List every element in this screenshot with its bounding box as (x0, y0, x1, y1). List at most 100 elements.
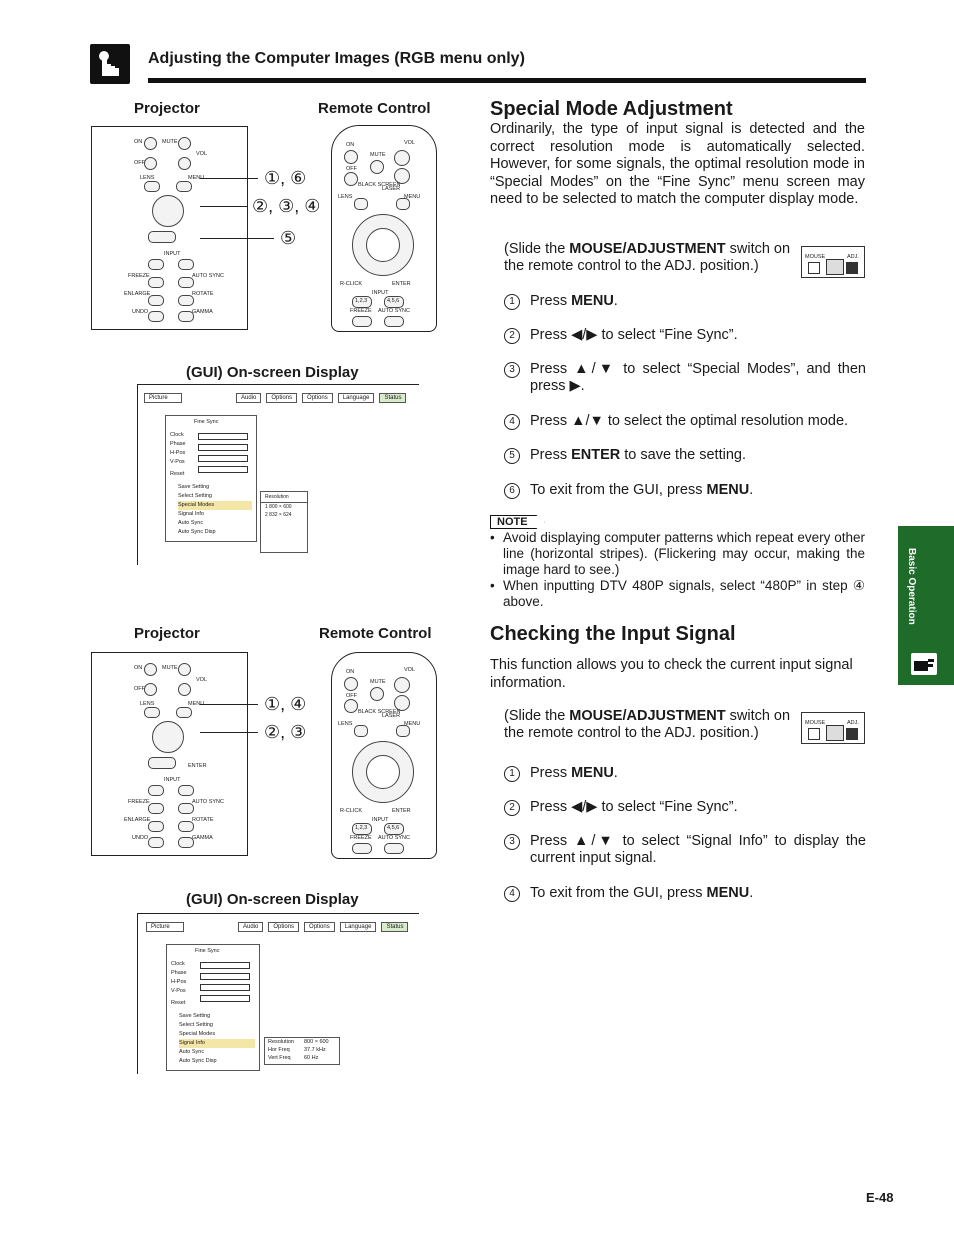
menu-item-auto-sync[interactable]: Auto Sync (179, 1049, 205, 1055)
gui-tab-bar: Picture Audio Options Options Language S… (144, 393, 407, 403)
tab-language[interactable]: Language (339, 922, 377, 932)
menu-item-auto-sync[interactable]: Auto Sync (178, 520, 204, 526)
slide-switch-instruction: (Slide the MOUSE/ADJUSTMENT switch on th… (504, 241, 791, 274)
note-list: •Avoid displaying computer patterns whic… (490, 530, 865, 609)
menu-item-auto-sync-disp[interactable]: Auto Sync Disp (178, 529, 216, 535)
menu-item-signal-info[interactable]: Signal Info (179, 1039, 255, 1048)
menu-item-special-modes[interactable]: Special Modes (179, 1031, 216, 1037)
tab-options[interactable]: Options (266, 393, 298, 403)
menu-item-save-setting[interactable]: Save Setting (179, 1013, 211, 1019)
gui-screen-2: Picture Audio Options Options Language S… (137, 913, 419, 1074)
slider-column (198, 433, 248, 477)
hand-icon (911, 653, 937, 675)
menu-item-reset[interactable]: Reset (170, 471, 185, 477)
menu-item-select-setting[interactable]: Select Setting (178, 493, 212, 499)
tab-audio[interactable]: Audio (236, 393, 262, 403)
callout-1-4: ①, ④ (264, 694, 307, 714)
callout-2-3: ②, ③ (264, 722, 307, 742)
note-item: When inputting DTV 480P signals, select … (503, 578, 865, 609)
menu-item-save-setting[interactable]: Save Setting (178, 484, 210, 490)
menu-item-select-setting[interactable]: Select Setting (179, 1022, 213, 1028)
menu-item-signal-info[interactable]: Signal Info (178, 511, 204, 517)
projector-label: Projector (134, 100, 200, 117)
menu-item-auto-sync-disp[interactable]: Auto Sync Disp (179, 1058, 217, 1064)
remote-control-2: ON MUTE VOL OFF BLACK SCREEN LASER LENS … (331, 652, 437, 859)
tab-picture[interactable]: Picture (146, 922, 184, 932)
remote-control-1: ON MUTE VOL OFF BLACK SCREEN LASER LENS … (331, 125, 437, 332)
callout-line (200, 238, 274, 239)
resolution-title: Resolution (261, 492, 307, 503)
note-item: Avoid displaying computer patterns which… (503, 530, 865, 577)
fine-sync-menu: Fine Sync Clock Phase H-Pos V-Pos Reset … (166, 944, 260, 1071)
tab-options-2[interactable]: Options (304, 922, 335, 932)
mouse-adj-switch-graphic-2: MOUSE ADJ. (801, 712, 865, 744)
menu-item-hpos[interactable]: H-Pos (171, 979, 187, 985)
header-rule (148, 78, 866, 83)
resolution-option[interactable]: 1 800 × 600 (265, 504, 292, 510)
menu-item-hpos[interactable]: H-Pos (170, 450, 186, 456)
tab-picture[interactable]: Picture (144, 393, 182, 403)
projector-panel-1: ON MUTE VOL OFF LENS MENU INPUT FREEZE A… (91, 126, 248, 330)
gui-screen-1: Picture Audio Options Options Language S… (137, 384, 419, 565)
tab-options[interactable]: Options (268, 922, 300, 932)
fine-sync-menu: Fine Sync Clock Phase H-Pos V-Pos Reset … (165, 415, 257, 542)
callout-line (200, 206, 248, 207)
mouse-adj-switch-graphic: MOUSE ADJ. (801, 246, 865, 278)
callout-line (200, 704, 258, 705)
menu-item-clock[interactable]: Clock (171, 961, 185, 967)
menu-item-phase[interactable]: Phase (171, 970, 187, 976)
slider-column (200, 962, 250, 1006)
gui-label-2: (GUI) On-screen Display (186, 891, 359, 908)
menu-item-special-modes[interactable]: Special Modes (178, 501, 252, 510)
special-mode-intro: Ordinarily, the type of input signal is … (490, 121, 865, 207)
tab-status[interactable]: Status (379, 393, 407, 403)
projector-panel-2: ON MUTE VOL OFF LENS MENU ENTER INPUT FR… (91, 652, 248, 856)
note-badge: NOTE (490, 515, 545, 529)
menu-item-vpos[interactable]: V-Pos (170, 459, 185, 465)
callout-5: ⑤ (280, 228, 297, 248)
remote-label: Remote Control (318, 100, 431, 117)
callout-2-3-4: ②, ③, ④ (252, 196, 321, 216)
hand-pointer-icon (90, 44, 130, 84)
section-title-special-mode: Special Mode Adjustment (490, 98, 733, 120)
projector-label-2: Projector (134, 625, 200, 642)
resolution-option[interactable]: 2 832 × 624 (265, 512, 292, 518)
section-title-input-signal: Checking the Input Signal (490, 623, 736, 645)
section-header-title: Adjusting the Computer Images (RGB menu … (148, 50, 525, 67)
menu-item-phase[interactable]: Phase (170, 441, 186, 447)
tab-status[interactable]: Status (381, 922, 409, 932)
callout-line (200, 178, 258, 179)
slide-switch-instruction-2: (Slide the MOUSE/ADJUSTMENT switch on th… (504, 708, 791, 741)
menu-title: Fine Sync (195, 948, 220, 954)
gui-tab-bar: Picture Audio Options Options Language S… (146, 922, 409, 932)
tab-options-2[interactable]: Options (302, 393, 333, 403)
side-tab-label: Basic Operation (906, 548, 917, 625)
tab-language[interactable]: Language (337, 393, 375, 403)
resolution-popup: Resolution 1 800 × 600 2 832 × 624 (260, 491, 308, 553)
gui-label-1: (GUI) On-screen Display (186, 364, 359, 381)
page-number: E-48 (866, 1190, 894, 1205)
menu-title: Fine Sync (194, 419, 219, 425)
menu-item-clock[interactable]: Clock (170, 432, 184, 438)
remote-label-2: Remote Control (319, 625, 432, 642)
callout-line (200, 732, 258, 733)
callout-1-6: ①, ⑥ (264, 168, 307, 188)
menu-item-reset[interactable]: Reset (171, 1000, 186, 1006)
menu-item-vpos[interactable]: V-Pos (171, 988, 186, 994)
tab-audio[interactable]: Audio (238, 922, 264, 932)
input-signal-intro: This function allows you to check the cu… (490, 657, 853, 691)
